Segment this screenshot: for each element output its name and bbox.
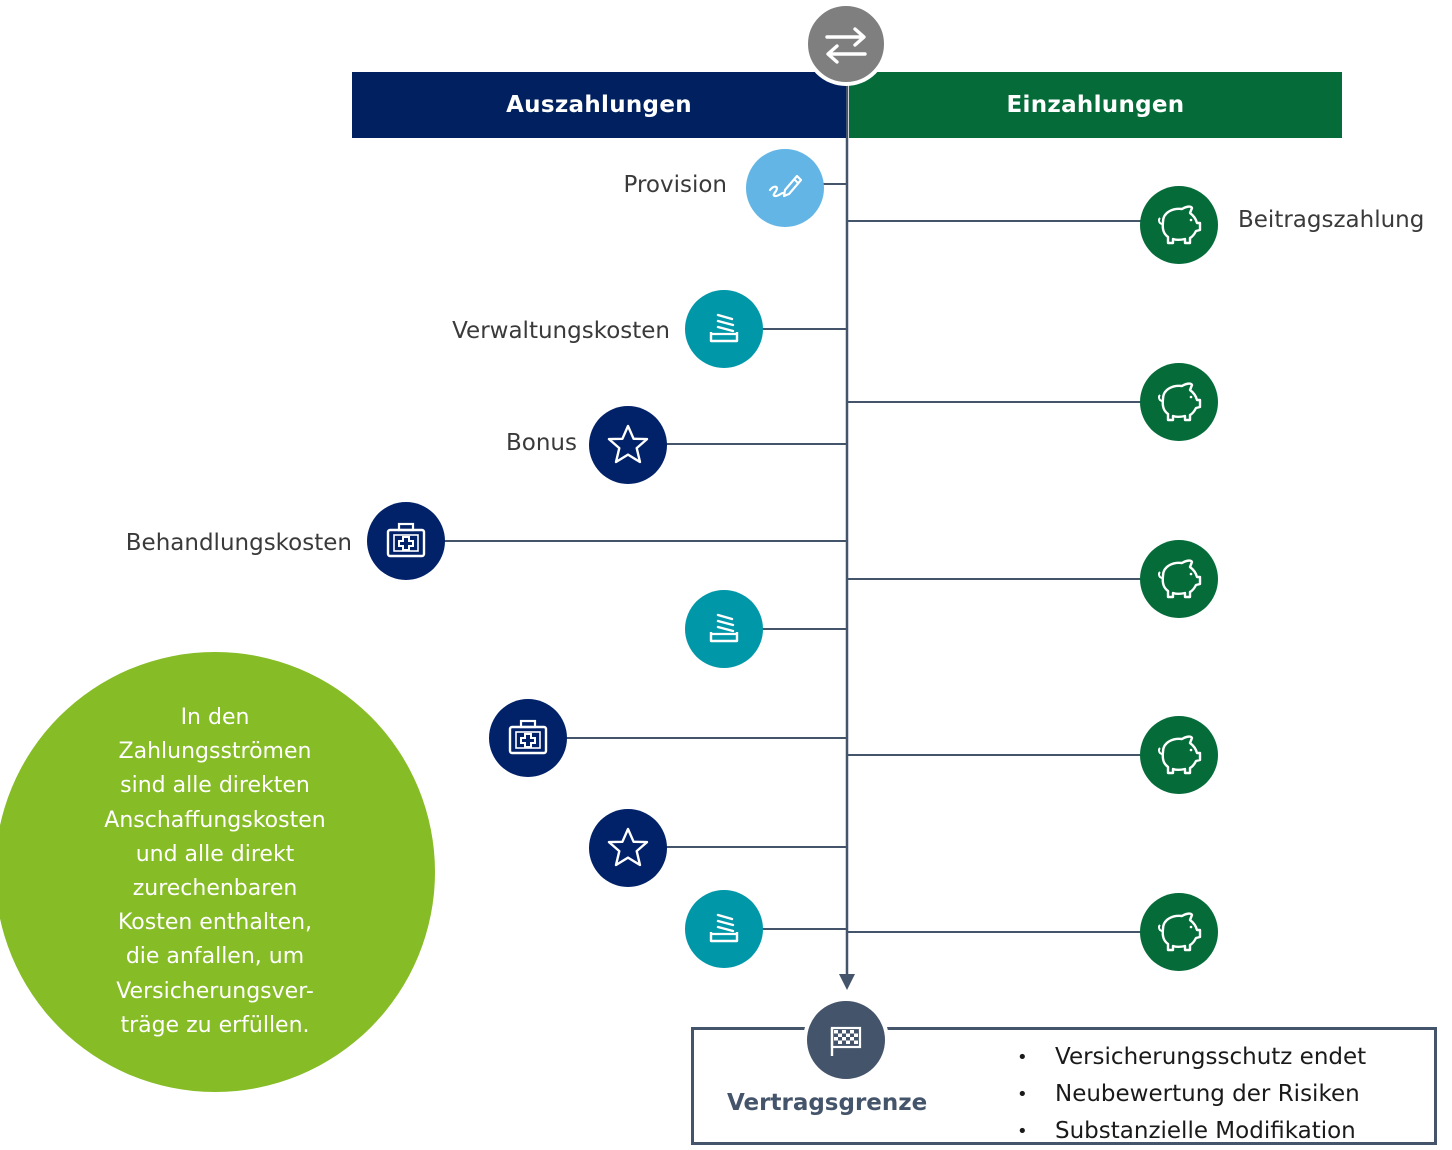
payout-node xyxy=(746,149,824,227)
deposit-node-circle xyxy=(1140,186,1218,264)
payout-node xyxy=(589,809,667,887)
deposit-node-circle xyxy=(1140,893,1218,971)
exchange-node xyxy=(804,2,888,86)
list-item: •Substanzielle Modifikation xyxy=(1017,1118,1356,1144)
deposit-node xyxy=(1140,893,1218,971)
payouts-header: Auszahlungen xyxy=(352,72,846,138)
deposit-node-circle xyxy=(1140,363,1218,441)
payout-node xyxy=(685,290,763,368)
list-item: •Versicherungsschutz endet xyxy=(1017,1044,1367,1070)
note-text: In den Zahlungsströmen sind alle direkte… xyxy=(104,704,326,1038)
label-bonus: Bonus xyxy=(506,430,577,456)
payout-node xyxy=(685,890,763,968)
end-node xyxy=(803,997,889,1083)
timeline-arrowhead xyxy=(839,974,855,990)
deposit-node-circle xyxy=(1140,540,1218,618)
payout-node-circle xyxy=(489,699,567,777)
payout-node xyxy=(489,699,567,777)
deposit-node xyxy=(1140,540,1218,618)
label-behandlungskosten: Behandlungskosten xyxy=(125,530,352,556)
payouts-header-label: Auszahlungen xyxy=(506,92,692,118)
payout-node xyxy=(685,590,763,668)
payout-node xyxy=(367,502,445,580)
payout-node-circle xyxy=(589,809,667,887)
payout-node-circle xyxy=(367,502,445,580)
deposit-node xyxy=(1140,363,1218,441)
label-verwaltungskosten: Verwaltungskosten xyxy=(452,318,670,344)
deposits-header-label: Einzahlungen xyxy=(1006,92,1185,118)
deposit-node xyxy=(1140,716,1218,794)
note-circle: In den Zahlungsströmen sind alle direkte… xyxy=(0,652,435,1092)
payout-node-circle xyxy=(746,149,824,227)
payout-node-circle xyxy=(589,406,667,484)
deposits-header: Einzahlungen xyxy=(849,72,1342,138)
deposit-node xyxy=(1140,186,1218,264)
contract-boundary-title: Vertragsgrenze xyxy=(727,1090,928,1116)
deposit-node-circle xyxy=(1140,716,1218,794)
label-beitragszahlung: Beitragszahlung xyxy=(1238,207,1425,233)
list-item: •Neubewertung der Risiken xyxy=(1017,1081,1360,1107)
payout-node xyxy=(589,406,667,484)
contract-boundary-list: •Versicherungsschutz endet •Neubewertung… xyxy=(1014,1039,1366,1150)
label-provision: Provision xyxy=(623,172,727,198)
